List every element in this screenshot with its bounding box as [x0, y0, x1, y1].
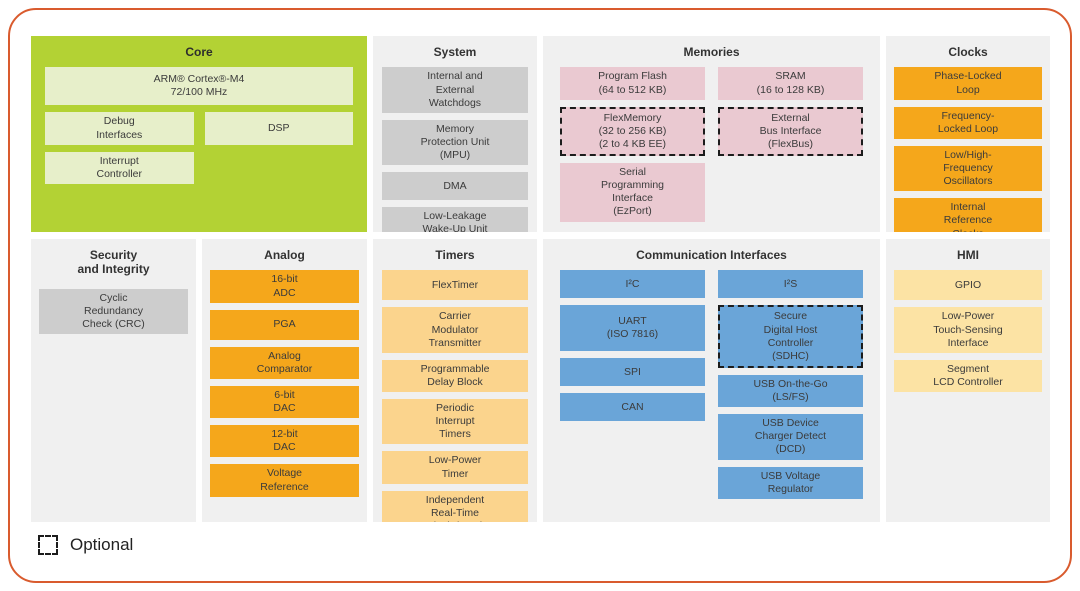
panel-memories-boxes: Program Flash (64 to 512 KB) FlexMemory …: [560, 67, 863, 228]
block-usb-otg: USB On-the-Go (LS/FS): [718, 374, 863, 408]
block-can: CAN: [560, 393, 705, 422]
comm-right-column: I²S Secure Digital Host Controller (SDHC…: [718, 270, 863, 505]
panel-communication-interfaces: Communication Interfaces I²C UART (ISO 7…: [543, 239, 880, 522]
block-carrier-modulator-transmitter: Carrier Modulator Transmitter: [382, 307, 528, 353]
panel-timers-title: Timers: [435, 248, 475, 262]
panel-core-title: Core: [185, 45, 213, 59]
panel-clocks: Clocks Phase-Locked Loop Frequency- Lock…: [886, 36, 1050, 232]
block-llwu: Low-Leakage Wake-Up Unit: [382, 207, 528, 232]
block-ezport: Serial Programming Interface (EzPort): [560, 163, 705, 222]
block-debug-interfaces: Debug Interfaces: [45, 112, 194, 145]
block-uart: UART (ISO 7816): [560, 305, 705, 352]
block-arm-cortex-m4: ARM® Cortex®-M4 72/100 MHz: [45, 67, 353, 106]
panel-system: System Internal and External Watchdogs M…: [373, 36, 537, 232]
block-program-flash: Program Flash (64 to 512 KB): [560, 67, 705, 100]
block-analog-comparator: Analog Comparator: [210, 346, 359, 379]
memories-right-column: SRAM (16 to 128 KB) External Bus Interfa…: [718, 67, 863, 163]
block-sdhc: Secure Digital Host Controller (SDHC): [718, 305, 863, 368]
panel-core-boxes: ARM® Cortex®-M4 72/100 MHz Debug Interfa…: [45, 67, 353, 184]
block-low-power-timer: Low-Power Timer: [382, 451, 528, 484]
comm-left-column: I²C UART (ISO 7816) SPI CAN: [560, 270, 705, 428]
block-flexbus: External Bus Interface (FlexBus): [718, 106, 863, 157]
block-pll: Phase-Locked Loop: [894, 67, 1042, 100]
block-fll: Frequency- Locked Loop: [894, 106, 1042, 139]
block-6bit-dac: 6-bit DAC: [210, 385, 359, 419]
block-segment-lcd: Segment LCD Controller: [894, 359, 1042, 393]
block-watchdogs: Internal and External Watchdogs: [382, 67, 528, 113]
block-flexmemory: FlexMemory (32 to 256 KB) (2 to 4 KB EE): [560, 106, 705, 157]
block-12bit-dac: 12-bit DAC: [210, 425, 359, 458]
block-crc: Cyclic Redundancy Check (CRC): [39, 288, 188, 335]
panel-comm-title: Communication Interfaces: [636, 248, 787, 262]
panel-hmi: HMI GPIO Low-Power Touch-Sensing Interfa…: [886, 239, 1050, 522]
block-rtc: Independent Real-Time Clock (RTC): [382, 490, 528, 522]
block-gpio: GPIO: [894, 270, 1042, 301]
panel-comm-boxes: I²C UART (ISO 7816) SPI CAN I²S Secure D…: [560, 270, 863, 505]
block-touch-sensing: Low-Power Touch-Sensing Interface: [894, 307, 1042, 353]
block-dma: DMA: [382, 172, 528, 201]
legend-optional: Optional: [38, 535, 1050, 555]
block-flextimer: FlexTimer: [382, 270, 528, 301]
block-sram: SRAM (16 to 128 KB): [718, 67, 863, 100]
block-spi: SPI: [560, 358, 705, 387]
panel-security-title: Security and Integrity: [77, 248, 150, 277]
panel-memories-title: Memories: [683, 45, 740, 59]
panel-timers: Timers FlexTimer Carrier Modulator Trans…: [373, 239, 537, 522]
block-16bit-adc: 16-bit ADC: [210, 270, 359, 303]
block-usb-dcd: USB Device Charger Detect (DCD): [718, 414, 863, 460]
block-oscillators: Low/High- Frequency Oscillators: [894, 145, 1042, 192]
block-usb-voltage-regulator: USB Voltage Regulator: [718, 466, 863, 499]
block-pga: PGA: [210, 309, 359, 340]
block-dsp: DSP: [204, 112, 353, 145]
panel-clocks-title: Clocks: [948, 45, 988, 59]
panel-hmi-title: HMI: [957, 248, 979, 262]
diagram-grid: Core ARM® Cortex®-M4 72/100 MHz Debug In…: [31, 36, 1050, 522]
block-i2c: I²C: [560, 270, 705, 299]
optional-dashed-swatch: [38, 535, 58, 555]
panel-core: Core ARM® Cortex®-M4 72/100 MHz Debug In…: [31, 36, 367, 232]
panel-system-title: System: [433, 45, 477, 59]
block-programmable-delay-block: Programmable Delay Block: [382, 359, 528, 393]
panel-memories: Memories Program Flash (64 to 512 KB) Fl…: [543, 36, 880, 232]
panel-analog-title: Analog: [264, 248, 305, 262]
memories-left-column: Program Flash (64 to 512 KB) FlexMemory …: [560, 67, 705, 228]
block-interrupt-controller: Interrupt Controller: [45, 151, 194, 184]
block-voltage-reference: Voltage Reference: [210, 464, 359, 497]
block-i2s: I²S: [718, 270, 863, 299]
legend-optional-label: Optional: [70, 535, 134, 554]
block-internal-reference-clocks: Internal Reference Clocks: [894, 198, 1042, 232]
panel-security: Security and Integrity Cyclic Redundancy…: [31, 239, 196, 522]
block-mpu: Memory Protection Unit (MPU): [382, 119, 528, 166]
block-periodic-interrupt-timers: Periodic Interrupt Timers: [382, 399, 528, 445]
diagram-frame: Core ARM® Cortex®-M4 72/100 MHz Debug In…: [8, 8, 1072, 583]
panel-analog: Analog 16-bit ADC PGA Analog Comparator …: [202, 239, 367, 522]
